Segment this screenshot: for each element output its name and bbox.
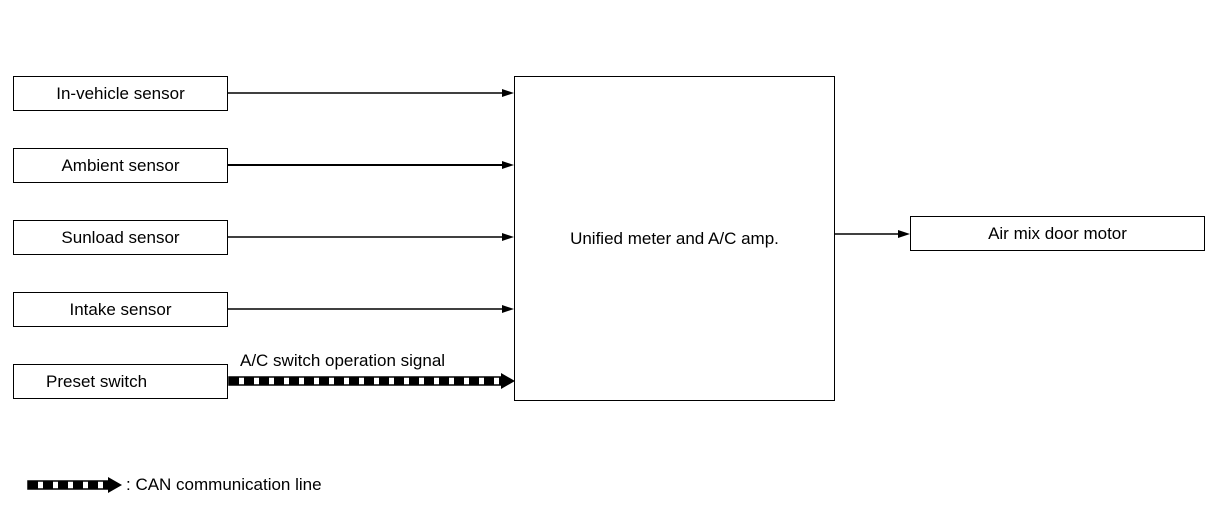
preset-switch-box: Preset switch [13, 364, 228, 399]
sunload-sensor-box: Sunload sensor [13, 220, 228, 255]
intake-sensor-label: Intake sensor [69, 299, 172, 319]
legend-label: : CAN communication line [126, 475, 322, 494]
arrowhead-ambient-sensor [502, 161, 514, 169]
arrowhead-intake-sensor [502, 305, 514, 313]
intake-sensor-box: Intake sensor [13, 292, 228, 327]
sunload-sensor-label: Sunload sensor [61, 227, 180, 247]
ambient-sensor-box: Ambient sensor [13, 148, 228, 183]
air-mix-door-motor-box: Air mix door motor [910, 216, 1205, 251]
arrowhead-sunload-sensor [502, 233, 514, 241]
arrowhead-in-vehicle-sensor [502, 89, 514, 97]
ambient-sensor-label: Ambient sensor [61, 155, 180, 175]
legend-arrowhead [108, 477, 122, 493]
in-vehicle-sensor-box: In-vehicle sensor [13, 76, 228, 111]
preset-switch-label: Preset switch [46, 371, 148, 391]
controller-label: Unified meter and A/C amp. [570, 228, 779, 248]
controller-box: Unified meter and A/C amp. [514, 76, 835, 401]
arrowhead-air-mix-door-motor [898, 230, 910, 238]
can-signal-label: A/C switch operation signal [240, 351, 446, 370]
air-mix-door-motor-label: Air mix door motor [988, 223, 1127, 243]
in-vehicle-sensor-label: In-vehicle sensor [56, 83, 185, 103]
arrowhead-can-line [501, 373, 515, 389]
